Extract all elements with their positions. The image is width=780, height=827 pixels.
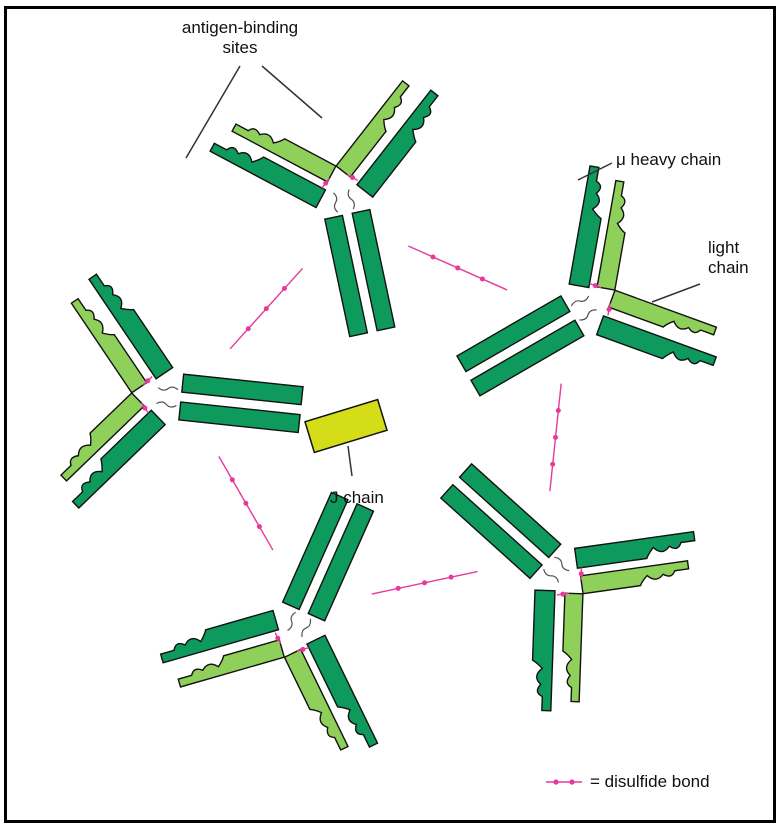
heavy-chain-fab [88,273,174,380]
igm-monomer [159,491,379,751]
heavy-chain-fc [351,208,396,332]
j-chain-rect [304,398,388,454]
light-chain [231,123,337,183]
heavy-chain-fc [281,491,349,611]
light-chain [70,297,148,394]
antigen-label-line2: sites [222,38,258,57]
disulfide-bond-legend: = disulfide bond [590,772,710,791]
igm-monomer [439,462,696,712]
light-chain [562,592,584,703]
heavy-chain-fab [531,589,556,712]
light-chain [607,289,718,336]
igm-monomer [209,79,439,338]
heavy-chain-fab [306,634,379,749]
igm-monomers [59,79,718,751]
light-leader [651,283,701,303]
j-chain-leader [347,445,353,477]
heavy-chain-fc [439,483,544,580]
light-chain [335,79,410,179]
heavy-chain-fab [209,142,327,209]
antigen-binding-sites-label: antigen-binding sites [164,18,316,58]
heavy-chain-fab [159,609,280,664]
igm-monomer [455,165,718,397]
heavy-chain-fab [568,165,602,289]
light-chain [283,648,349,751]
light-chain [59,391,146,482]
light-chain [177,639,286,688]
light-chain [596,179,626,291]
heavy-chain-fc [178,401,301,434]
light-chain-label: light chain [708,238,749,278]
heavy-chain-fc [323,214,369,338]
igm-monomer [59,273,304,510]
legend-bond-symbol [546,779,582,785]
heavy-chain-fab [573,530,696,569]
heavy-chain-fab [595,314,718,367]
j-chain-label: J chain [330,488,384,507]
light-label-line2: chain [708,258,749,277]
heavy-chain-fc [469,319,585,397]
heavy-chain-fc [307,502,375,622]
light-label-line1: light [708,238,740,257]
antigen-leader-right [261,65,323,119]
heavy-chain-fc [455,294,571,373]
heavy-chain-fc [458,462,562,559]
light-chain [579,560,690,595]
heavy-leader [577,162,613,181]
heavy-chain-fc [181,373,304,406]
heavy-chain-fab [71,409,167,510]
antigen-leader-left [185,65,241,159]
heavy-chain-label: μ heavy chain [616,150,722,169]
antigen-label-line1: antigen-binding [181,18,299,37]
heavy-chain-fab [355,89,439,199]
leader-lines [185,65,701,477]
disulfide-bonds [218,245,562,595]
